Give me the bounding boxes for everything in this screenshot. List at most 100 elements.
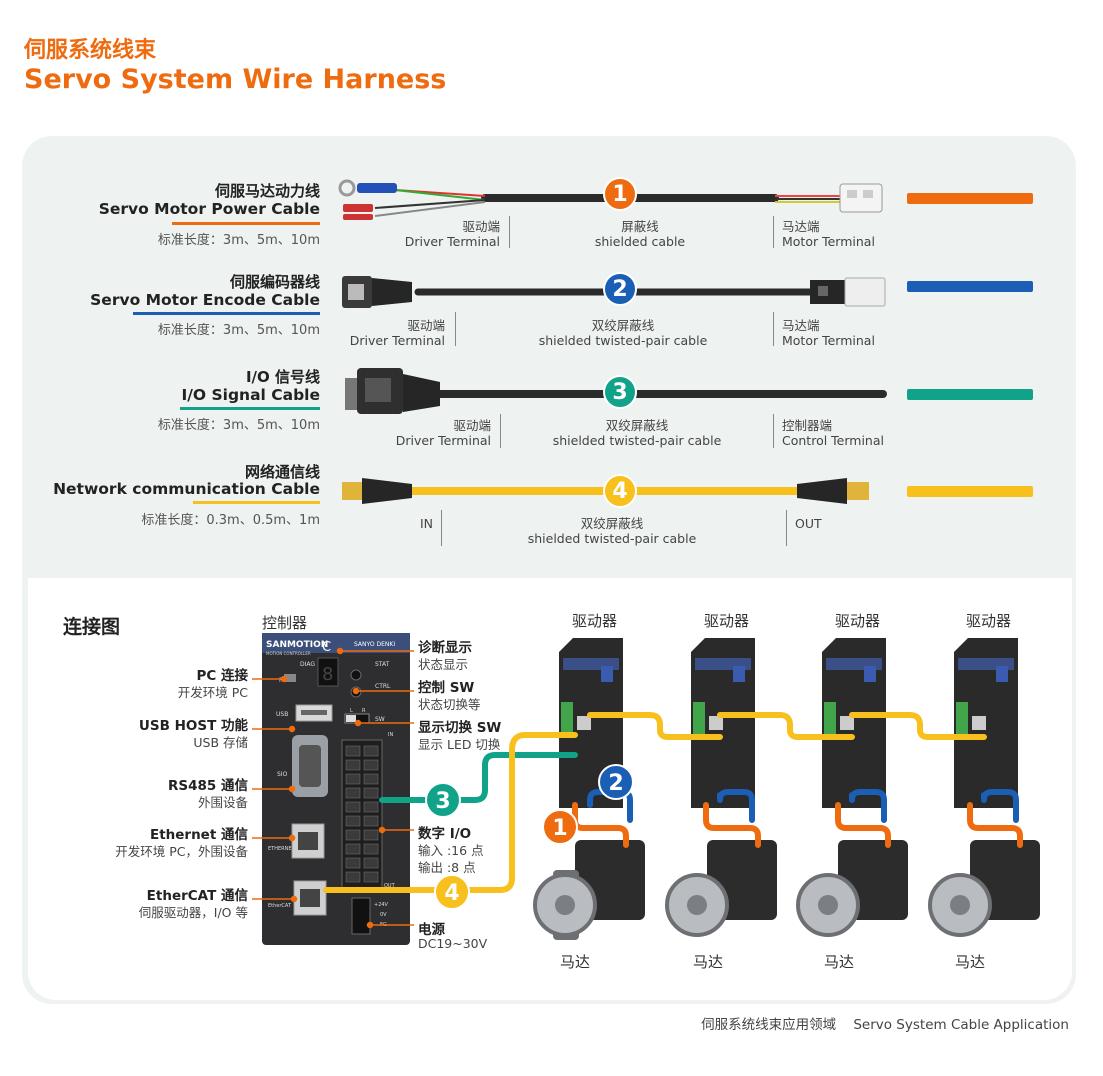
label-ethernet-sub: 开发环境 PC，外围设备	[115, 844, 248, 859]
cable-number-badge: 4	[603, 474, 637, 508]
cable-name-en: Servo Motor Encode Cable	[90, 291, 320, 309]
separator	[500, 414, 501, 448]
svg-text:马达: 马达	[693, 953, 723, 971]
svg-text:ETHERNET: ETHERNET	[268, 846, 296, 852]
color-swatch	[907, 281, 1033, 292]
diagram-title: 连接图	[63, 616, 121, 638]
svg-text:EtherCAT: EtherCAT	[268, 903, 292, 909]
separator	[441, 510, 442, 546]
cable-name-en: Network communication Cable	[53, 480, 320, 498]
label-dio: 数字 I/O	[418, 826, 472, 842]
svg-text:3: 3	[435, 789, 450, 814]
svg-text:USB: USB	[276, 711, 288, 718]
cable-length: 标准长度：0.3m、0.5m、1m	[141, 513, 320, 528]
label-ctrl-sw-sub: 状态切换等	[418, 697, 481, 712]
motor-group	[533, 840, 1040, 940]
label-ethernet: Ethernet 通信	[149, 827, 248, 843]
cable-name-en: I/O Signal Cable	[181, 386, 320, 404]
separator	[773, 312, 774, 346]
cable-length: 标准长度：3m、5m、10m	[157, 418, 320, 433]
label-ethercat: EtherCAT 通信	[146, 888, 248, 904]
label-diag: 诊断显示	[418, 640, 472, 656]
svg-text:OUT: OUT	[384, 883, 396, 889]
label-pc: PC 连接	[196, 668, 248, 684]
cable-length: 标准长度：3m、5m、10m	[157, 323, 320, 338]
svg-text:SIO: SIO	[277, 771, 288, 778]
right-terminal-label: OUT	[795, 516, 822, 531]
svg-text:IN: IN	[388, 732, 393, 738]
separator	[786, 510, 787, 546]
cable-number-badge: 3	[603, 375, 637, 409]
svg-text:马达: 马达	[824, 953, 854, 971]
cable-name-cn: 网络通信线	[244, 463, 320, 481]
label-ctrl-sw: 控制 SW	[418, 680, 475, 696]
cable-name-en: Servo Motor Power Cable	[98, 200, 320, 218]
cable-length: 标准长度：3m、5m、10m	[157, 233, 320, 248]
svg-text:L: L	[350, 708, 353, 714]
label-ethercat-sub: 伺服驱动器，I/O 等	[138, 905, 248, 920]
label-power-sub: DC19~30V	[418, 936, 488, 951]
svg-text:驱动器: 驱动器	[572, 612, 617, 630]
svg-text:驱动器: 驱动器	[966, 612, 1011, 630]
svg-text:DIAG: DIAG	[300, 661, 315, 668]
left-terminal-label: IN	[420, 516, 434, 531]
svg-text:SANMOTION: SANMOTION	[266, 640, 328, 650]
io-cable-graphic	[345, 368, 887, 414]
separator	[773, 216, 774, 248]
title-en: Servo System Wire Harness	[24, 64, 447, 95]
separator	[509, 216, 510, 248]
separator	[455, 312, 456, 346]
cable-number-badge: 1	[603, 177, 637, 211]
label-rs485-sub: 外围设备	[197, 795, 248, 810]
svg-text:R: R	[362, 708, 366, 714]
svg-text:C: C	[322, 640, 331, 655]
svg-text:SW: SW	[375, 716, 385, 723]
cable-row-power: 伺服马达动力线 Servo Motor Power Cable 标准长度：3m、…	[0, 160, 1103, 250]
cable-underline	[133, 312, 320, 315]
svg-text:1: 1	[552, 816, 567, 841]
connection-diagram: SANMOTION C SANYO DENKI MOTION CONTROLLE…	[252, 612, 1040, 971]
svg-text:CTRL: CTRL	[375, 683, 391, 690]
label-pc-sub: 开发环境 PC	[177, 685, 248, 700]
svg-text:4: 4	[444, 881, 459, 906]
svg-text:2: 2	[608, 771, 623, 796]
cable-number-badge: 2	[603, 272, 637, 306]
cable-name-cn: I/O 信号线	[245, 368, 320, 386]
label-disp-sw-sub: 显示 LED 切换	[418, 737, 501, 752]
svg-text:+24V: +24V	[374, 902, 389, 908]
color-swatch	[907, 193, 1033, 204]
svg-text:8: 8	[322, 664, 333, 685]
svg-text:0V: 0V	[380, 912, 387, 918]
svg-text:STAT: STAT	[375, 661, 390, 668]
cable-row-io: I/O 信号线 I/O Signal Cable 标准长度：3m、5m、10m …	[0, 352, 1103, 448]
cable-underline	[193, 501, 320, 504]
svg-text:SANYO DENKI: SANYO DENKI	[354, 641, 395, 648]
cable-row-network: 网络通信线 Network communication Cable 标准长度：0…	[0, 450, 1103, 546]
svg-text:驱动器: 驱动器	[704, 612, 749, 630]
title-cn: 伺服系统线束	[24, 38, 157, 63]
label-diag-sub: 状态显示	[418, 657, 469, 672]
cable-underline	[180, 407, 320, 410]
svg-text:马达: 马达	[560, 953, 590, 971]
svg-text:驱动器: 驱动器	[835, 612, 880, 630]
driver-group	[559, 638, 1018, 808]
separator	[773, 414, 774, 448]
cable-row-encode: 伺服编码器线 Servo Motor Encode Cable 标准长度：3m、…	[0, 250, 1103, 348]
label-usb-sub: USB 存储	[193, 735, 248, 750]
controller-unit: SANMOTION C SANYO DENKI MOTION CONTROLLE…	[262, 633, 410, 945]
label-dio-in: 输入 :16 点	[418, 843, 484, 858]
label-dio-out: 输出 :8 点	[418, 860, 476, 875]
cable-underline	[172, 222, 320, 225]
cable-name-cn: 伺服马达动力线	[214, 182, 320, 200]
label-rs485: RS485 通信	[168, 778, 248, 794]
